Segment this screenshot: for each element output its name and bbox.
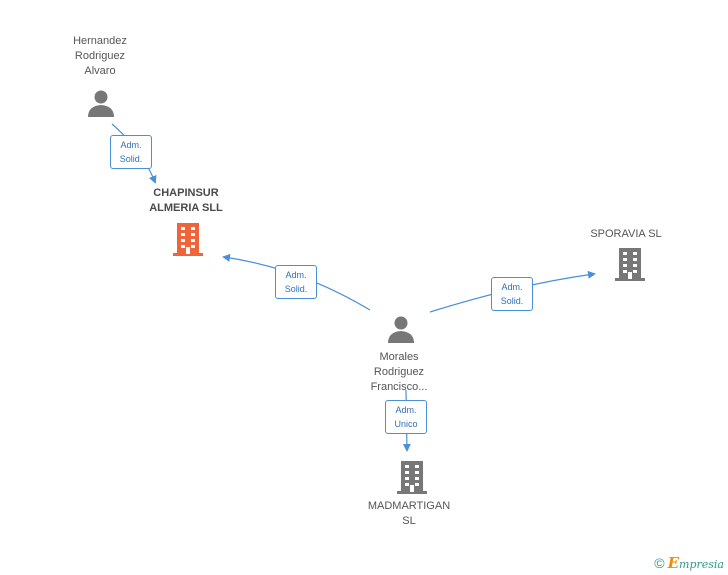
edge-label-morales-madmartigan[interactable]: Adm. Unico xyxy=(385,400,427,434)
copyright-symbol: © xyxy=(654,555,665,571)
building-icon[interactable] xyxy=(172,222,204,256)
edge-label-morales-sporavia[interactable]: Adm. Solid. xyxy=(491,277,533,311)
node-label-hernandez[interactable]: Hernandez Rodriguez Alvaro xyxy=(73,35,127,77)
person-icon[interactable] xyxy=(386,314,416,344)
node-label-morales[interactable]: Morales Rodriguez Francisco... xyxy=(370,351,428,393)
node-label-chapinsur[interactable]: CHAPINSUR ALMERIA SLL xyxy=(149,187,223,214)
person-icon[interactable] xyxy=(86,88,116,118)
edge-label-morales-chapinsur[interactable]: Adm. Solid. xyxy=(275,265,317,299)
node-label-sporavia[interactable]: SPORAVIA SL xyxy=(590,228,662,240)
footer-brand[interactable]: © Empresia xyxy=(654,554,724,572)
brand-name: mpresia xyxy=(679,558,724,571)
edge-label-hernandez-chapinsur[interactable]: Adm. Solid. xyxy=(110,135,152,169)
brand-initial: E xyxy=(667,554,680,572)
building-icon[interactable] xyxy=(396,460,428,494)
node-label-madmartigan[interactable]: MADMARTIGAN SL xyxy=(367,500,451,527)
building-icon[interactable] xyxy=(614,247,646,281)
brand-logo[interactable]: Empresia xyxy=(668,554,724,572)
